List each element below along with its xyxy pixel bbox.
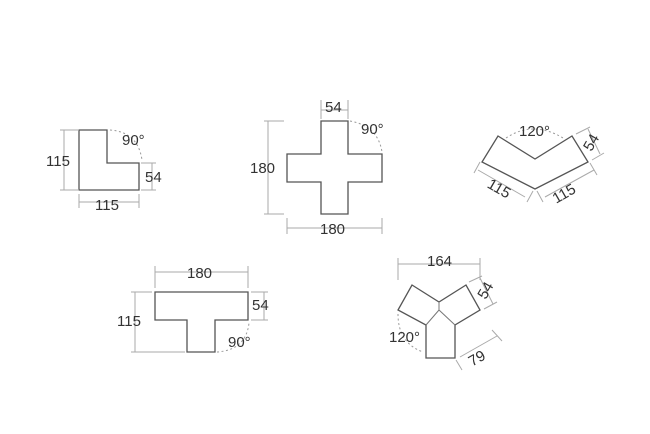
corner-side-label: 115 [46,153,70,170]
y-width-dimension [397,258,481,280]
y-depth-label: 54 [474,279,497,302]
cross-arm-width-dimension [320,100,349,119]
t-angle-label: 90° [228,334,251,351]
cross-height-label: 180 [250,160,275,177]
y-arm-dimension [455,329,503,371]
v-left-dimension [473,161,534,203]
v-shape [481,135,589,190]
corner-bottom-dimension [78,194,140,208]
t-width-dimension [154,266,249,288]
cross-arm-width-label: 54 [325,99,342,116]
v-depth-dimension [575,126,605,161]
t-height-dimension [131,291,185,353]
v-angle-arc [505,128,564,139]
y-module: 164 54 120° 79 [389,253,503,371]
cross-module: 54 180 180 90° [250,99,384,238]
v-right-dimension [536,162,598,203]
cross-angle-label: 90° [361,121,384,138]
t-depth-dimension [251,291,268,321]
t-height-label: 115 [117,313,141,330]
corner-angle-label: 90° [122,132,145,149]
v-depth-label: 54 [580,131,603,154]
corner-depth-label: 54 [145,169,162,186]
t-shape [154,291,249,353]
y-shape [397,284,481,359]
y-width-label: 164 [427,253,452,270]
y-angle-label: 120° [389,329,420,346]
y-arm-label: 79 [466,347,489,370]
corner-module: 115 115 54 90° [46,129,162,214]
corner-angle-arc [109,129,143,161]
cross-shape [286,120,383,215]
v-module: 120° 54 115 115 [473,123,605,208]
v-angle-label: 120° [519,123,550,140]
corner-depth-dimension [141,162,156,191]
cross-height-dimension [264,120,284,215]
y-shape-seams [425,302,456,326]
corner-bottom-label: 115 [95,197,119,214]
cross-width-dimension [286,218,383,234]
v-right-label: 115 [550,181,579,208]
corner-side-dimension [60,129,79,191]
y-depth-dimension [468,275,498,310]
t-angle-arc [216,322,250,353]
t-module: 180 115 54 90° [117,265,269,353]
v-left-label: 115 [484,176,513,203]
cross-width-label: 180 [320,221,345,238]
t-depth-label: 54 [252,297,269,314]
t-width-label: 180 [187,265,212,282]
